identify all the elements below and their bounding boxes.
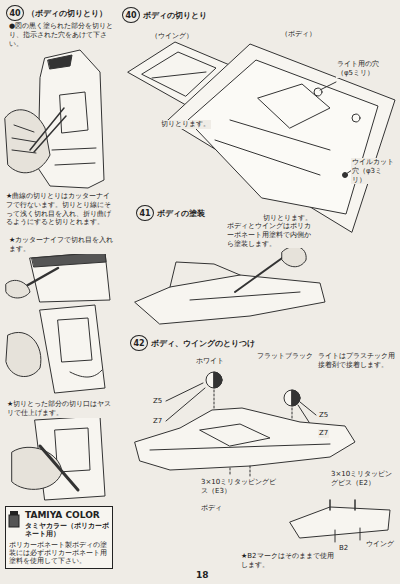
light: [206, 372, 222, 388]
instruction-note: ライトはプラスチック用接着剤で接着します。: [317, 352, 397, 370]
part-label: 3×10ミリタッピングビス（E2）: [330, 470, 396, 488]
step-heading: 41ボディの塗装: [136, 204, 207, 222]
part-label: フラットブラック: [256, 352, 314, 361]
step-heading: 42ボディ、ウイングのとりつけ: [130, 334, 257, 352]
wing-stay: [335, 528, 360, 542]
hand: [12, 447, 62, 489]
body-shell: [40, 305, 105, 393]
body-detail: [150, 424, 330, 450]
cut-area: [48, 55, 72, 69]
body-detail: [215, 84, 330, 175]
step-number: 42: [130, 335, 148, 351]
part-code: Z7: [152, 417, 163, 426]
step-number: 40: [6, 5, 24, 21]
instruction-note: ★切りとった部分の切り口はヤスリで仕上げます。: [6, 400, 116, 418]
step-title: ボディ、ウイングのとりつけ: [151, 338, 255, 349]
part-label: （ボディ）: [280, 30, 317, 39]
light: [284, 390, 300, 406]
brand-name: TAMIYA COLOR: [9, 510, 109, 522]
part-code: Z5: [152, 397, 163, 406]
part-label: 3×10ミリタッピングビス（E3）: [200, 478, 282, 496]
fingers: [12, 125, 36, 153]
part-label: ウイルカット穴（φ3ミリ）: [351, 158, 397, 184]
body: [135, 408, 355, 470]
file: [40, 446, 78, 490]
jar-body: [9, 515, 19, 527]
leader-line: [320, 82, 352, 174]
body-detail: [58, 318, 92, 362]
paint-note-box: TAMIYA COLORタミヤカラー（ポリカーボネート用） ポリカーボネート製ボデ…: [5, 506, 113, 569]
part-label: ライト用の穴（φ5ミリ）: [336, 60, 396, 78]
step-title: ボディの塗装: [157, 208, 205, 219]
page-number: 18: [195, 570, 210, 581]
instruction-note: ボディとウイングはポリカーボネート用塗料で内側から塗装します。: [226, 222, 316, 248]
brush: [235, 256, 285, 292]
body-detail: [52, 92, 96, 165]
hand: [6, 332, 41, 376]
part-label: ボディ: [200, 504, 223, 513]
part-code: Z7: [318, 429, 329, 438]
step-title: （ボディの切りとり）: [27, 8, 107, 19]
hand: [6, 280, 30, 298]
instruction-note: ★カッターナイフで切れ目を入れます。: [8, 236, 116, 254]
step-heading: 40（ボディの切りとり）: [6, 4, 109, 22]
light-black: [292, 390, 300, 406]
part-label: B2: [338, 544, 349, 553]
step-number: 40: [122, 7, 140, 23]
step-title: ボディの切りとり: [143, 10, 207, 21]
step-heading: 40ボディの切りとり: [122, 6, 209, 24]
part-label: ホワイト: [195, 357, 225, 366]
step-number: 41: [136, 205, 154, 221]
light-hole: [352, 114, 360, 122]
body-shell: [38, 50, 104, 188]
part-label: ウイング: [365, 540, 395, 549]
screw-guide: [230, 466, 250, 476]
note-text: ポリカーボネート製ボディの塗装には必ずポリカーボネート用塗料を使用して下さい。: [9, 541, 109, 565]
wing: [290, 507, 390, 538]
paint-jar-icon: [8, 510, 20, 528]
cut-line: [70, 370, 102, 377]
instruction-note: ★曲線の切りとりはカッターナイフで行ないます。切りとり線にそって浅く切れ目を入れ…: [5, 192, 117, 227]
instruction-note: ●図の黒く塗られた部分を切りとり、指示された穴をあけて下さい。: [8, 22, 116, 48]
part-code: Z5: [318, 411, 329, 420]
body-detail: [170, 262, 300, 300]
cut-area: [32, 252, 106, 267]
jar-lid: [10, 511, 18, 515]
screw: [330, 500, 355, 510]
body: [188, 60, 378, 214]
scissors: [30, 108, 66, 152]
part-label: （ウイング）: [150, 32, 194, 41]
light-black: [214, 372, 222, 388]
instruction-note: ★B2マークはそのままで使用します。: [240, 552, 337, 570]
product-name: タミヤカラー（ポリカーボネート用）: [9, 522, 109, 539]
body: [135, 275, 325, 324]
part-label: 切りとります。: [160, 120, 211, 129]
hand: [282, 246, 306, 266]
